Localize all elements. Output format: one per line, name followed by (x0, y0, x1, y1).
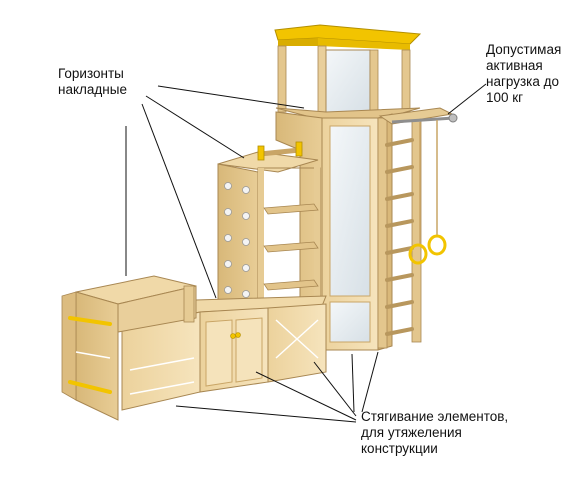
annotation-tie-line-3: конструкции (361, 441, 438, 456)
annotation-tie-elements: Стягивание элементов, для утяжеления кон… (361, 409, 508, 457)
annotation-horizons: Горизонты накладные (58, 66, 127, 98)
annotation-load-limit: Допустимая активная нагрузка до 100 кг (486, 42, 561, 106)
annotation-load-line-3: нагрузка до (486, 74, 560, 89)
annotation-horizons-line-2: накладные (58, 82, 127, 97)
annotation-tie-line-2: для утяжеления (361, 425, 462, 440)
leader-lines (125, 83, 487, 423)
left-box (61, 275, 197, 421)
shelf-unit (217, 141, 321, 311)
annotation-horizons-line-1: Горизонты (58, 66, 124, 81)
lower-cabinets (117, 295, 327, 411)
gym-ring-left (408, 243, 428, 265)
annotation-tie-line-1: Стягивание элементов, (361, 409, 509, 424)
wall-bars (377, 107, 458, 349)
gym-ring-right (427, 234, 447, 256)
annotation-load-line-2: активная (486, 58, 543, 73)
annotation-load-line-1: Допустимая (486, 42, 562, 57)
annotation-load-line-4: 100 кг (486, 90, 524, 105)
